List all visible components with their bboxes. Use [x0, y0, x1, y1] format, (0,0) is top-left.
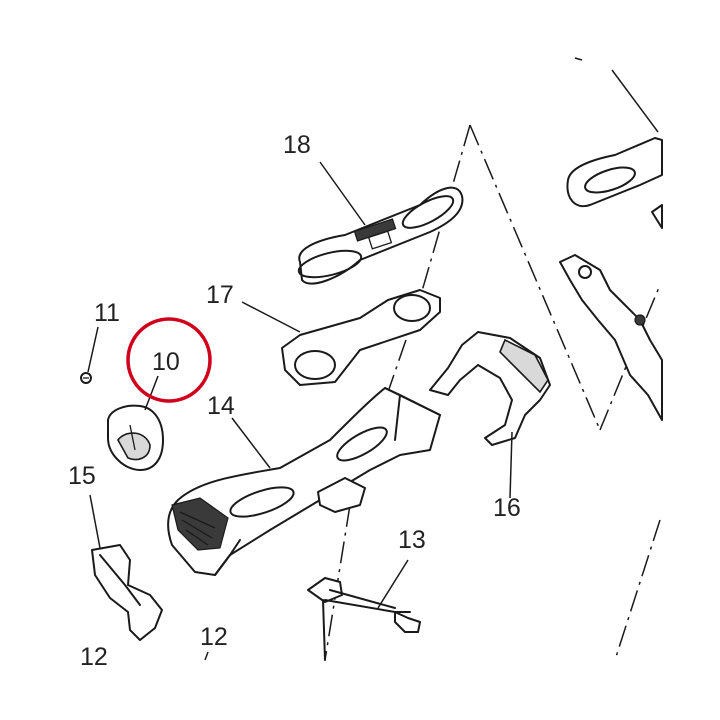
- label-14: 14: [207, 392, 235, 420]
- part-10-cap: [107, 404, 164, 471]
- part-16-hook-bracket: [429, 331, 551, 446]
- upper-right-parts: [566, 137, 663, 229]
- label-13: 13: [398, 526, 426, 554]
- part-18-top-bracket: [297, 186, 464, 285]
- alignment-lines: [324, 124, 661, 661]
- label-12-left: 12: [80, 643, 108, 671]
- right-mask: [664, 0, 720, 720]
- label-15: 15: [68, 462, 96, 490]
- callout-labels: 18 17 14 11 10 15 16 13 12 12: [68, 131, 521, 671]
- part-15-clip: [91, 544, 163, 641]
- part-14-main-housing: [167, 387, 441, 576]
- label-10: 10: [152, 348, 180, 376]
- part-13-lever: [307, 577, 421, 661]
- part-17-gasket: [281, 289, 441, 386]
- label-11: 11: [94, 299, 120, 327]
- right-arm-part: [559, 254, 663, 421]
- part-11-screw: [80, 372, 92, 384]
- label-17: 17: [206, 281, 234, 309]
- leader-lines: [87, 69, 659, 661]
- label-18: 18: [283, 131, 311, 159]
- label-12-right: 12: [200, 623, 228, 651]
- label-16: 16: [493, 494, 521, 522]
- highlight-circle: [126, 317, 212, 403]
